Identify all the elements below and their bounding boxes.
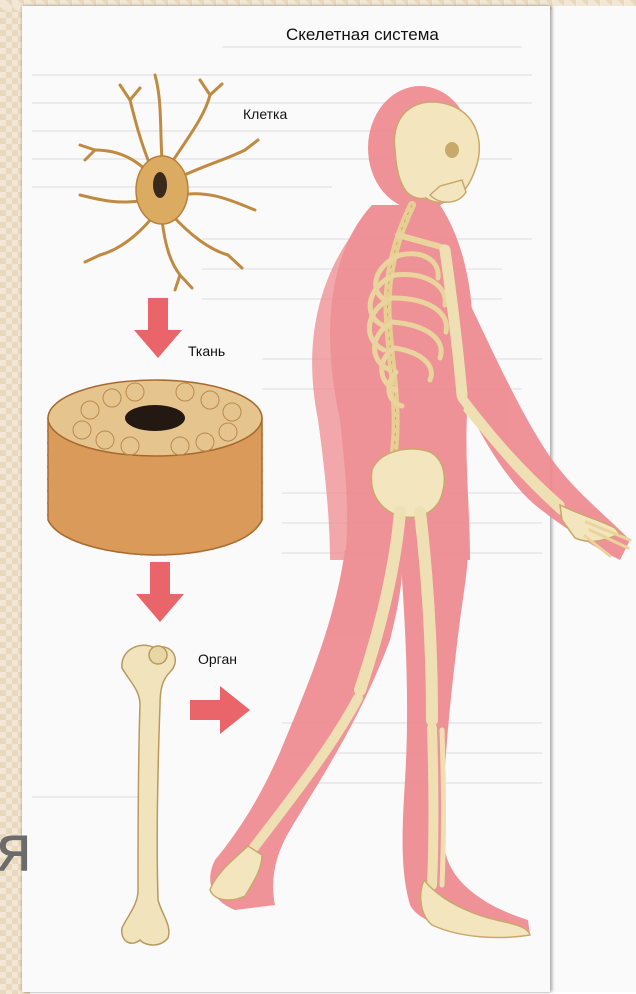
slide-text-fragment: я bbox=[0, 818, 33, 882]
tissue-illustration bbox=[48, 380, 262, 555]
organ-illustration bbox=[122, 645, 176, 945]
diagram-title: Скелетная система bbox=[286, 25, 439, 45]
down-arrow-icon bbox=[136, 562, 184, 622]
right-arrow-icon bbox=[190, 686, 250, 734]
tissue-label: Ткань bbox=[188, 343, 225, 359]
organ-label: Орган bbox=[198, 651, 237, 667]
cell-illustration bbox=[80, 75, 258, 290]
down-arrow-icon bbox=[134, 298, 182, 358]
cell-label: Клетка bbox=[243, 106, 287, 122]
